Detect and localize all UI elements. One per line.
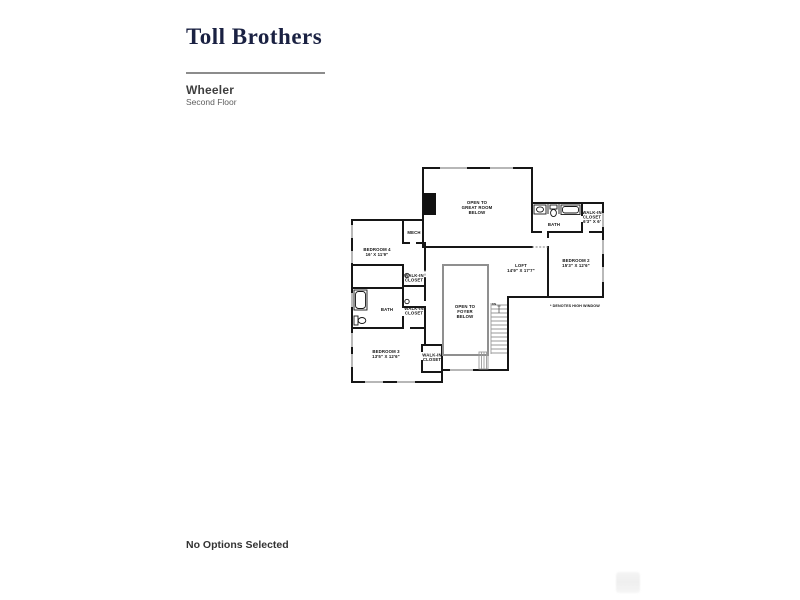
floor-plan: DN [345, 155, 630, 395]
closet-door-marks [404, 272, 410, 305]
header-divider [186, 72, 325, 74]
mech-label: MECH [407, 230, 420, 235]
options-status: No Options Selected [186, 539, 289, 551]
walk-in-closet-right-label: WALK-IN [582, 210, 601, 215]
walk-in-closet-right-label: 6'3" X 6' [583, 219, 601, 224]
great-room-label: BELOW [469, 210, 487, 215]
stairs-dn-label: DN [492, 302, 497, 306]
great-room-label: GREAT ROOM [462, 205, 493, 210]
down-arrow-icon: DN [492, 302, 501, 313]
walk-in-closet-upper-label: CLOSET [405, 278, 424, 283]
loft-label: LOFT [515, 263, 527, 268]
floor-label: Second Floor [186, 97, 237, 107]
walk-in-closet-bedroom3-label: CLOSET [423, 357, 442, 362]
bath-right-label: BATH [548, 222, 560, 227]
high-window-note: * DENOTES HIGH WINDOW [550, 304, 600, 308]
foyer-label: OPEN TO [455, 304, 476, 309]
windows [350, 166, 605, 384]
walk-in-closet-bedroom3-label: WALK-IN [422, 353, 441, 358]
great-room-label: OPEN TO [467, 200, 488, 205]
room-labels: OPEN TO GREAT ROOM BELOW BATH WALK-IN CL… [363, 200, 601, 362]
foyer-opening-outline [442, 264, 489, 356]
plan-name: Wheeler [186, 83, 235, 97]
bedroom-4-label: BEDROOM 4 [363, 247, 391, 252]
bedroom-2-label: BEDROOM 2 [562, 258, 590, 263]
foyer-label: FOYER [457, 309, 473, 314]
watermark [616, 572, 640, 593]
bath-right-fixtures [533, 203, 581, 218]
bedroom-3-label: BEDROOM 3 [372, 349, 400, 354]
walk-in-closet-lower-label: WALK-IN [404, 306, 423, 311]
foyer-label: BELOW [457, 314, 475, 319]
bath-left-label: BATH [381, 307, 393, 312]
walls [351, 167, 604, 383]
walk-in-closet-upper-label: WALK-IN [404, 273, 423, 278]
walk-in-closet-lower-label: CLOSET [405, 311, 424, 316]
bedroom-2-dims: 15'3" X 12'6" [562, 263, 590, 268]
loft-dims: 14'9" X 17'7" [507, 268, 535, 273]
bath-left-fixtures [353, 289, 368, 326]
walk-in-closet-right-label: CLOSET [583, 215, 602, 220]
toll-brothers-logo: Toll Brothers [186, 24, 323, 49]
fireplace-chase [423, 193, 436, 215]
bedroom-4-dims: 16' X 11'9" [366, 252, 389, 257]
floor-plan-drawing: DN [350, 166, 605, 384]
dashed-openings [424, 246, 548, 278]
bedroom-3-dims: 13'5" X 12'6" [372, 354, 400, 359]
